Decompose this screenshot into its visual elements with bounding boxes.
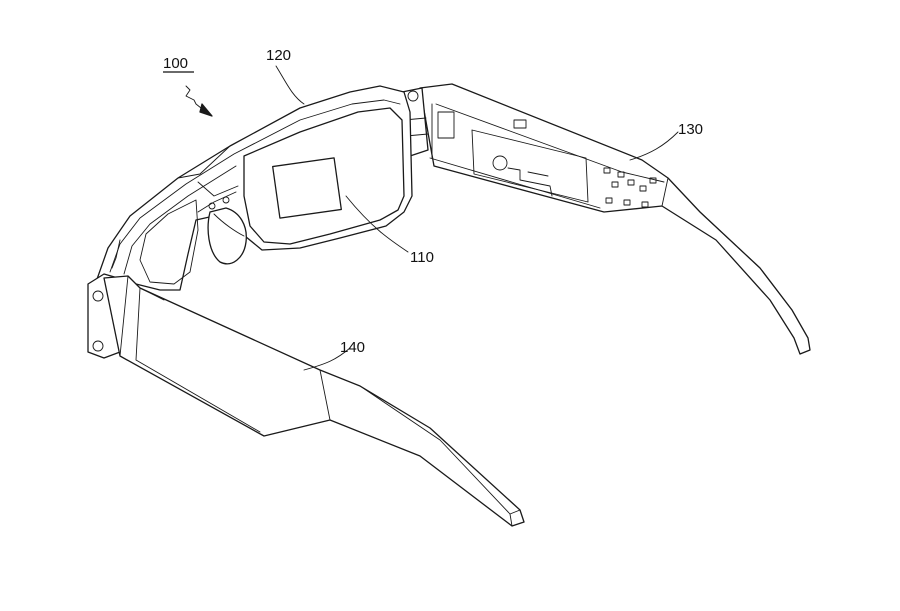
left-temple-drawing <box>104 276 524 526</box>
label-100: 100 <box>163 55 188 72</box>
label-130: 130 <box>678 121 703 138</box>
label-110: 110 <box>410 249 434 266</box>
label-140: 140 <box>340 339 365 356</box>
right-temple-drawing <box>402 84 810 354</box>
label-120: 120 <box>266 47 291 64</box>
